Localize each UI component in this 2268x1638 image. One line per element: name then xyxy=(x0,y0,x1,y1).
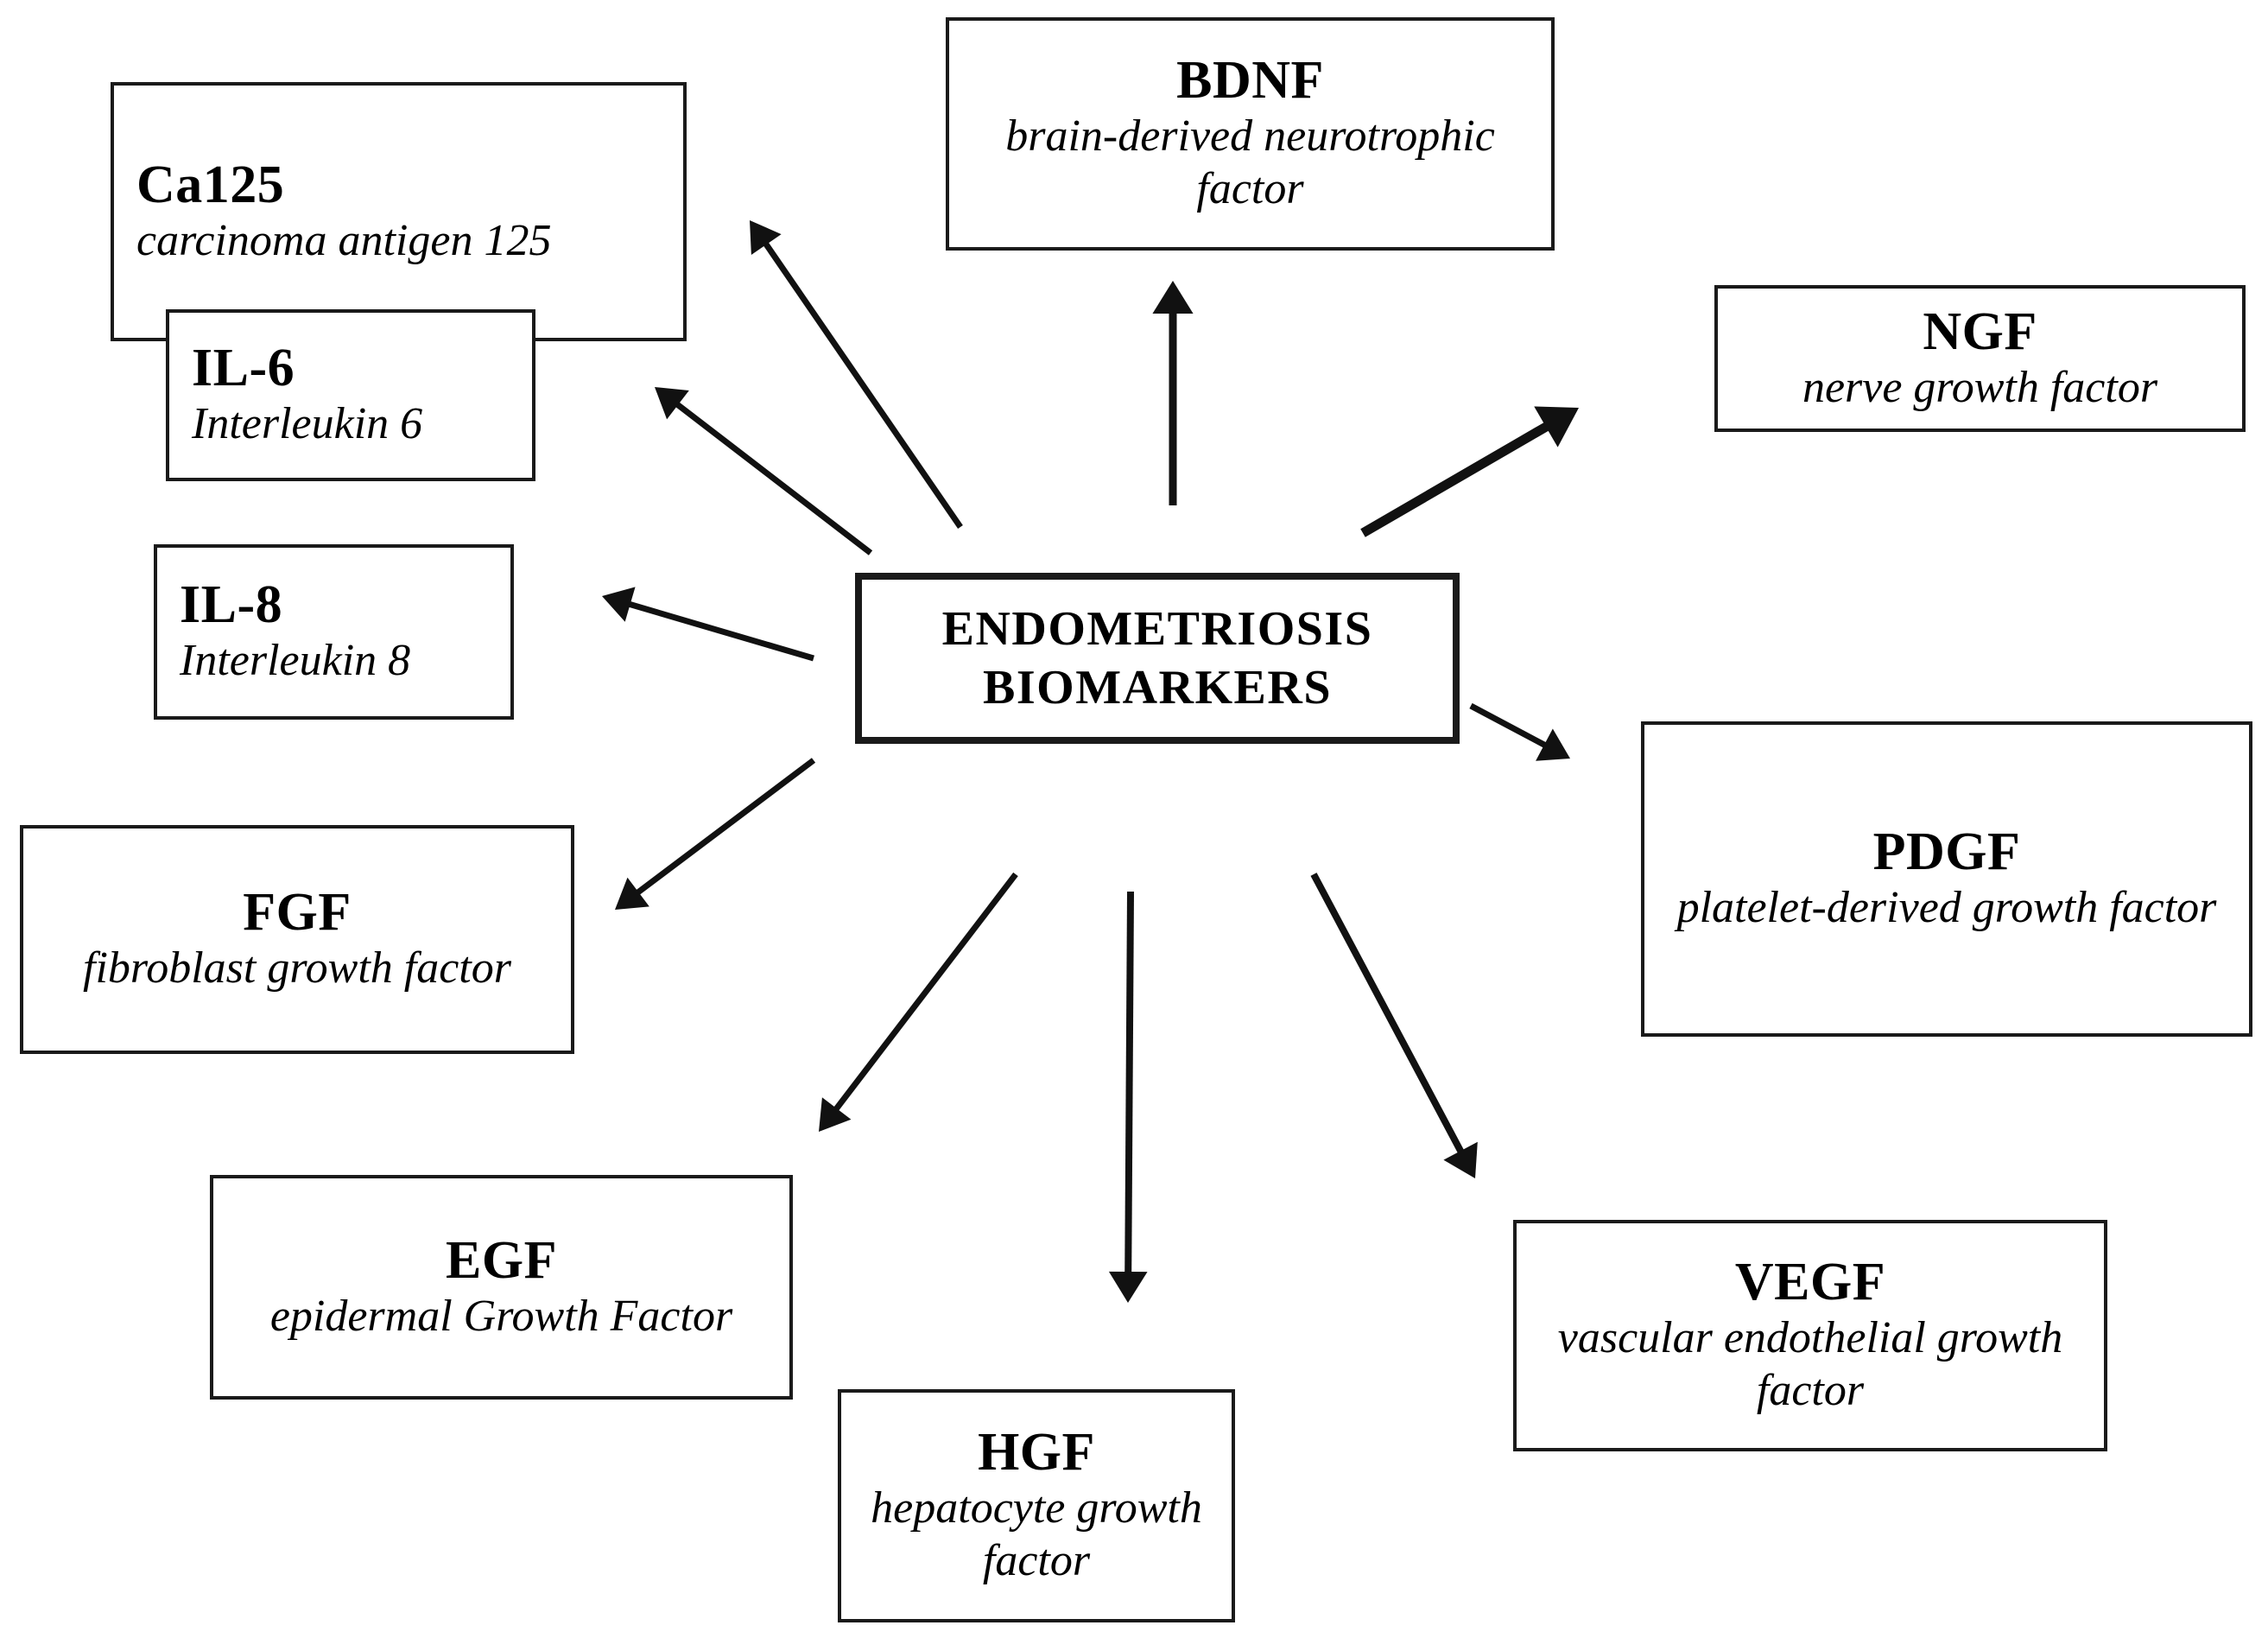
arrow-to-il6 xyxy=(655,387,873,556)
biomarker-full-name-ca125: carcinoma antigen 125 xyxy=(136,215,552,265)
arrow-to-bdnf xyxy=(1152,281,1194,505)
biomarker-abbr-ca125: Ca125 xyxy=(136,155,285,214)
biomarker-abbr-hgf: HGF xyxy=(978,1423,1095,1482)
arrow-to-il8 xyxy=(602,587,814,662)
biomarker-full-name-il6: Interleukin 6 xyxy=(192,399,423,449)
arrow-to-egf xyxy=(819,872,1018,1132)
biomarker-abbr-fgf: FGF xyxy=(243,883,352,943)
biomarker-full-name-pdgf: platelet-derived growth factor xyxy=(1676,883,2217,933)
biomarker-abbr-pdgf: PDGF xyxy=(1872,822,2021,882)
arrow-to-pdgf xyxy=(1469,702,1570,761)
arrow-to-ca125 xyxy=(750,220,963,529)
biomarker-full-name-fgf: fibroblast growth factor xyxy=(83,943,511,994)
biomarker-abbr-ngf: NGF xyxy=(1923,302,2037,361)
biomarker-abbr-egf: EGF xyxy=(446,1230,557,1290)
center-title-line-2: BIOMARKERS xyxy=(983,661,1332,714)
center-node-endometriosis-biomarkers: ENDOMETRIOSIS BIOMARKERS xyxy=(855,573,1460,744)
biomarker-full-name-ngf: nerve growth factor xyxy=(1802,362,2158,412)
biomarker-full-name-bdnf: brain-derived neurotrophic factor xyxy=(1005,111,1495,214)
biomarker-abbr-bdnf: BDNF xyxy=(1176,51,1324,111)
arrow-to-ngf xyxy=(1360,406,1579,537)
biomarker-full-name-hgf: hepatocyte growth factor xyxy=(871,1483,1202,1586)
biomarker-full-name-il8: Interleukin 8 xyxy=(180,636,411,686)
arrow-to-fgf xyxy=(615,758,816,910)
arrow-to-vegf xyxy=(1310,873,1478,1178)
biomarker-abbr-il6: IL-6 xyxy=(192,339,295,398)
biomarker-full-name-egf: epidermal Growth Factor xyxy=(269,1291,733,1341)
biomarker-abbr-il8: IL-8 xyxy=(180,575,283,635)
biomarker-abbr-vegf: VEGF xyxy=(1734,1253,1886,1312)
biomarker-full-name-vegf: vascular endothelial growth factor xyxy=(1557,1313,2063,1416)
arrow-to-hgf xyxy=(1108,891,1148,1303)
center-title-line-1: ENDOMETRIOSIS xyxy=(941,601,1373,656)
